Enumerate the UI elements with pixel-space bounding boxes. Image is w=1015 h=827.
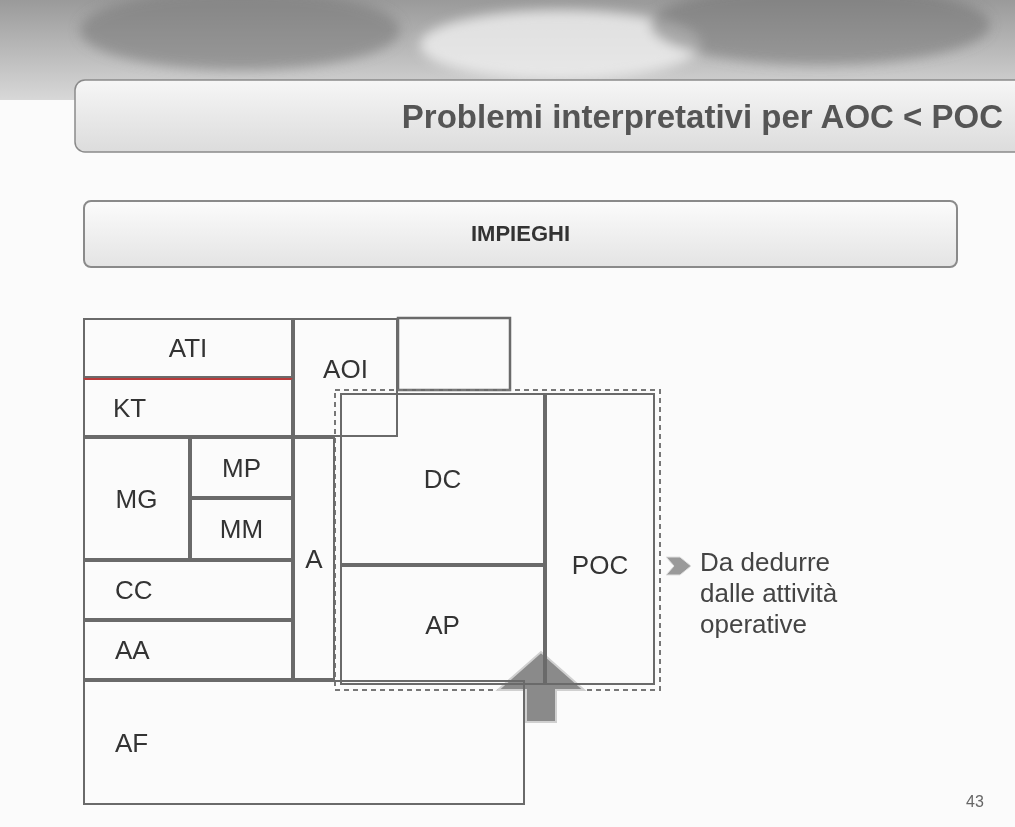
empty-box — [398, 318, 510, 390]
page-number: 43 — [966, 792, 1006, 812]
header-box: IMPIEGHI — [83, 200, 958, 268]
balance-box: A — [293, 437, 335, 680]
balance-box: AF — [83, 680, 525, 805]
balance-box: KT — [83, 378, 293, 437]
balance-box: AA — [83, 620, 293, 680]
callout-note: Da dedurre dalle attività operative — [700, 547, 875, 640]
balance-box: POC — [545, 393, 655, 685]
box-label: CC — [115, 575, 153, 605]
box-label: KT — [113, 393, 146, 423]
balance-box: AOI — [293, 318, 398, 437]
box-label: AF — [115, 728, 148, 758]
callout-chevron — [666, 557, 691, 575]
photo-shapes — [80, 0, 990, 80]
box-label: MP — [222, 453, 261, 483]
balance-box: CC — [83, 560, 293, 620]
box-label: MM — [220, 514, 263, 544]
balance-box: MG — [83, 437, 190, 560]
box-label: AA — [115, 635, 150, 665]
slide-title: Problemi interpretativi per AOC < POC — [402, 97, 1003, 137]
box-label: AOI — [323, 354, 368, 384]
box-label: MG — [116, 484, 158, 514]
balance-box: AP — [340, 565, 545, 685]
box-label: ATI — [169, 333, 208, 363]
balance-box: DC — [340, 393, 545, 565]
dashed-region — [335, 390, 660, 690]
box-label: DC — [424, 464, 462, 494]
box-label: POC — [572, 550, 628, 580]
title-bar — [75, 80, 1015, 152]
box-label: A — [305, 544, 322, 574]
balance-box: MM — [190, 498, 293, 560]
up-arrow — [498, 652, 584, 722]
header-text: IMPIEGHI — [471, 219, 570, 249]
balance-box: MP — [190, 437, 293, 498]
box-label: AP — [425, 610, 460, 640]
balance-box: ATI — [83, 318, 293, 378]
